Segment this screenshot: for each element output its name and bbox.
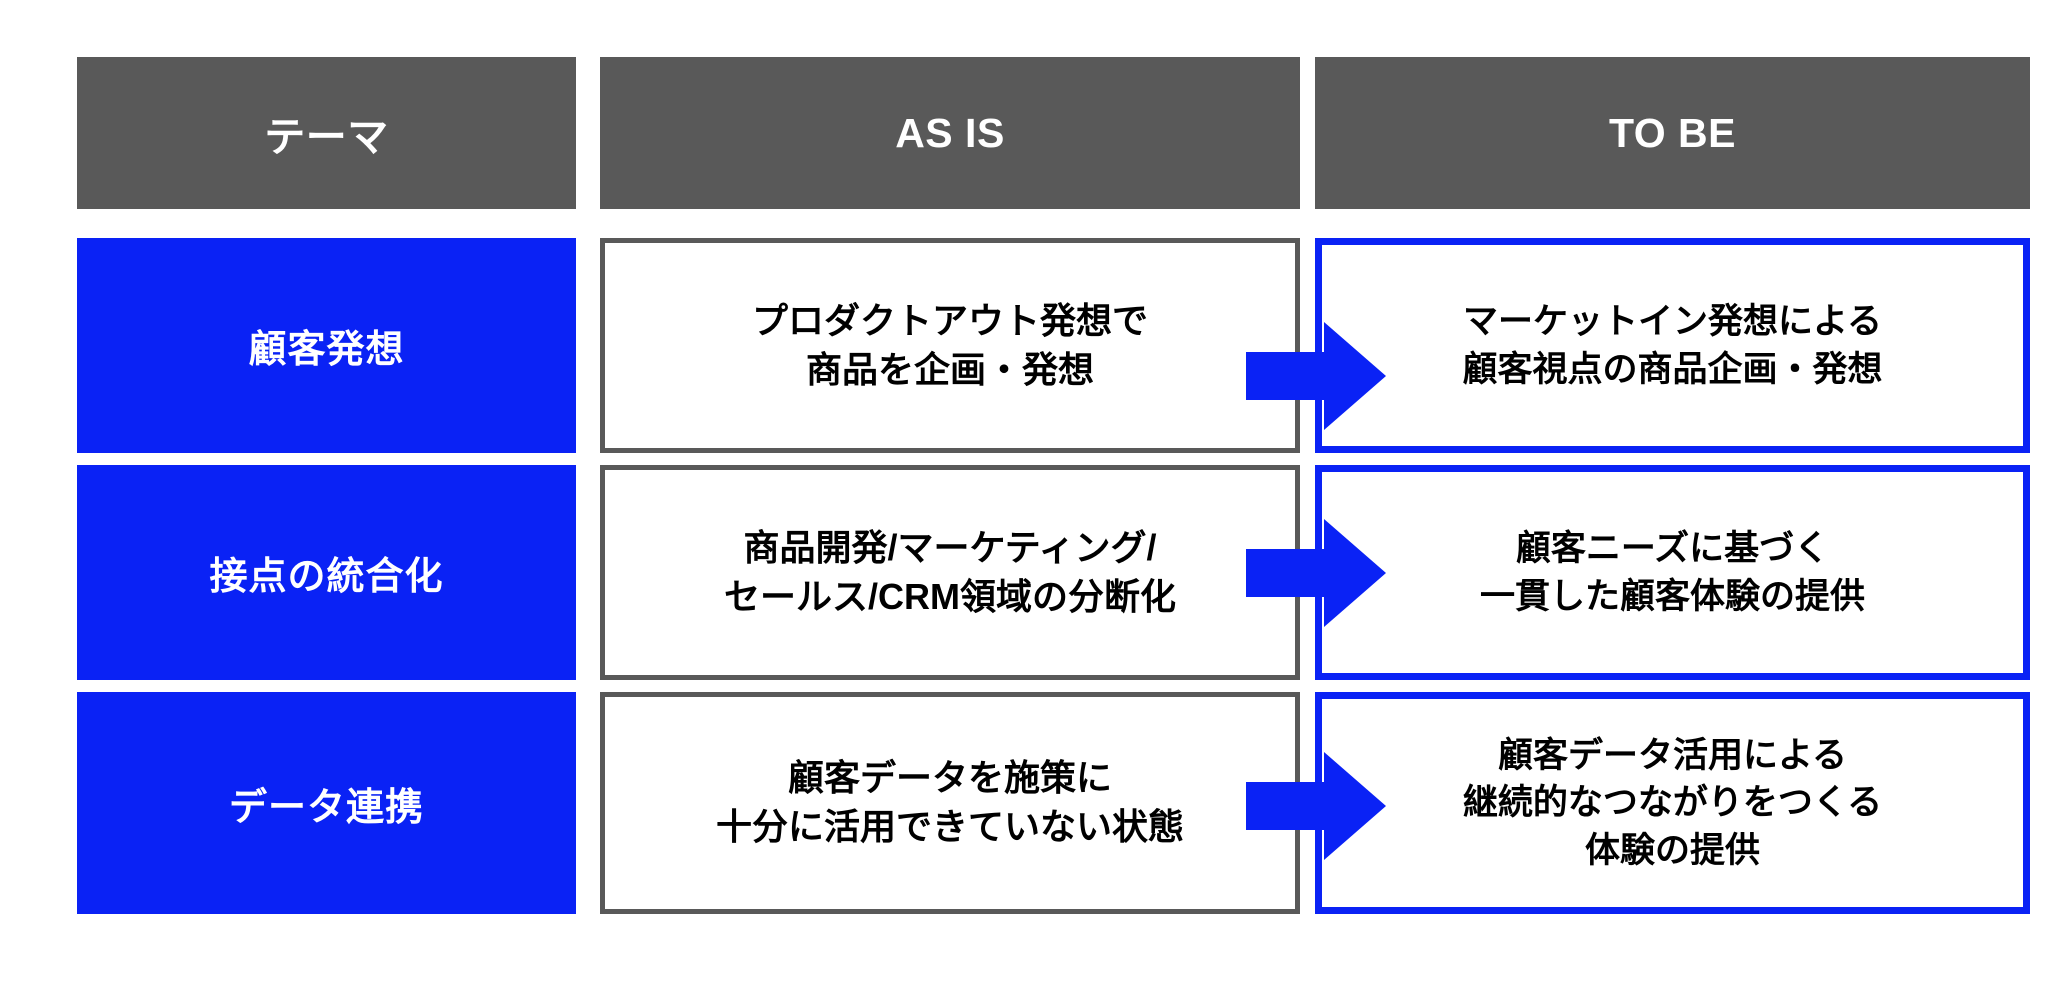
table-row: 顧客発想 プロダクトアウト発想で 商品を企画・発想 マーケットイン発想による 顧… [0, 238, 2052, 453]
as-is-cell: プロダクトアウト発想で 商品を企画・発想 [600, 238, 1300, 453]
theme-label: データ連携 [228, 786, 424, 829]
column-header-to-be-label: TO BE [1608, 109, 1737, 156]
as-is-text: プロダクトアウト発想で 商品を企画・発想 [751, 299, 1148, 390]
to-be-cell: 顧客データ活用による 継続的なつながりをつくる 体験の提供 [1315, 692, 2030, 914]
table-header-row: テーマ AS IS TO BE [0, 57, 2052, 209]
to-be-cell: マーケットイン発想による 顧客視点の商品企画・発想 [1315, 238, 2030, 453]
as-is-text: 顧客データを施策に 十分に活用できていない状態 [715, 757, 1184, 847]
as-is-cell: 商品開発/マーケティング/ セールス/CRM領域の分断化 [600, 465, 1300, 680]
to-be-text: 顧客ニーズに基づく 一貫した顧客体験の提供 [1479, 529, 1865, 616]
as-is-text: 商品開発/マーケティング/ セールス/CRM領域の分断化 [724, 526, 1176, 617]
to-be-cell: 顧客ニーズに基づく 一貫した顧客体験の提供 [1315, 465, 2030, 680]
to-be-text: マーケットイン発想による 顧客視点の商品企画・発想 [1462, 302, 1883, 389]
table-row: 接点の統合化 商品開発/マーケティング/ セールス/CRM領域の分断化 顧客ニー… [0, 465, 2052, 680]
theme-cell: 顧客発想 [77, 238, 576, 453]
table-row: データ連携 顧客データを施策に 十分に活用できていない状態 顧客データ活用による… [0, 692, 2052, 914]
to-be-text: 顧客データ活用による 継続的なつながりをつくる 体験の提供 [1462, 736, 1883, 870]
column-header-theme: テーマ [77, 57, 576, 209]
column-header-to-be: TO BE [1315, 57, 2030, 209]
column-header-as-is-label: AS IS [895, 109, 1005, 156]
column-header-as-is: AS IS [600, 57, 1300, 209]
theme-label: 顧客発想 [248, 329, 405, 371]
as-is-cell: 顧客データを施策に 十分に活用できていない状態 [600, 692, 1300, 914]
theme-cell: 接点の統合化 [77, 465, 576, 680]
column-header-theme-label: テーマ [264, 114, 389, 160]
theme-label: 接点の統合化 [209, 556, 444, 598]
theme-cell: データ連携 [77, 692, 576, 914]
